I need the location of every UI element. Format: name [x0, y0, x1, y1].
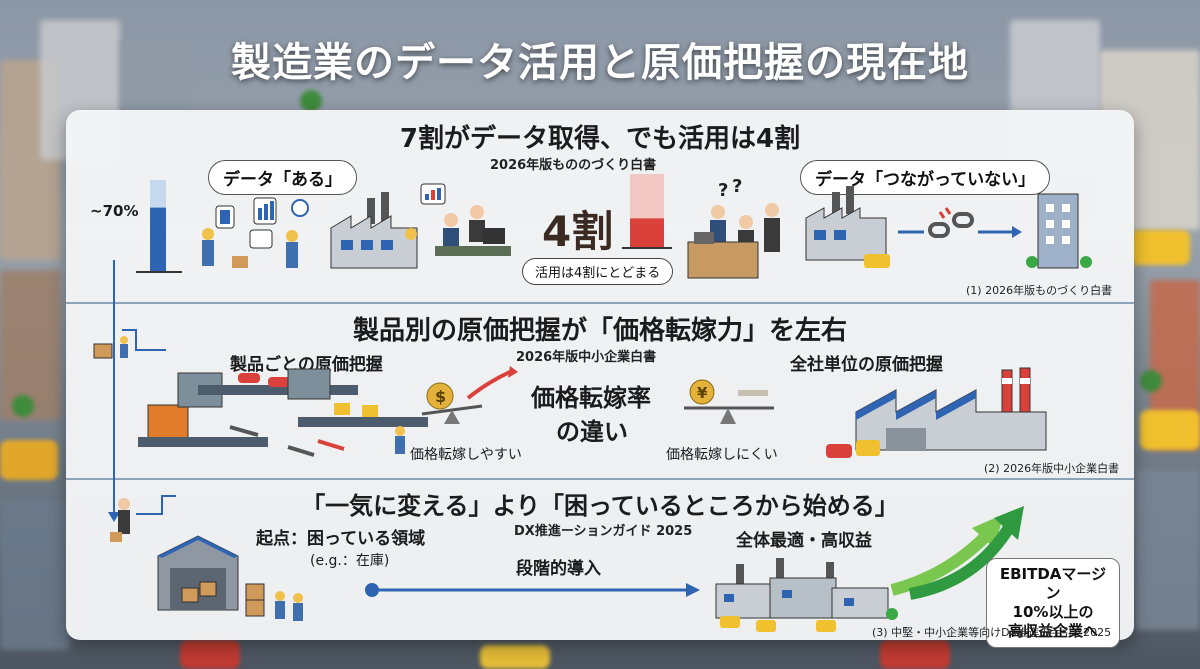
section2-source: 2026年版中小企業白書 — [516, 350, 657, 365]
svg-text:?: ? — [732, 176, 742, 197]
section3-footnote: (3) 中堅・中小企業等向けDX推進の手引き2025 — [872, 626, 1112, 639]
utilized-bar — [630, 218, 664, 248]
yen-coin-icon — [689, 379, 715, 405]
arrow-right-icon — [686, 583, 700, 597]
hard-pass-through-label: 価格転嫁しにくい — [666, 447, 778, 463]
section1-footnote: (1) 2026年版ものづくり白書 — [966, 284, 1113, 297]
ebitda-line3: 高収益企業へ — [1007, 622, 1098, 640]
box-icon — [93, 343, 113, 359]
section2-heading: 製品別の原価把握が「価格転嫁力」を左右 — [352, 316, 847, 346]
price-pass-through-line1: 価格転嫁率 — [531, 384, 651, 412]
factory-left-illustration — [330, 192, 418, 269]
yen-sign: ¥ — [697, 384, 708, 402]
growth-arrows-icon — [890, 506, 1024, 600]
acquired-bar — [150, 207, 166, 272]
start-point-example: (e.g.：在庫) — [310, 553, 390, 569]
ebitda-callout: EBITDAマージン 10%以上の 高収益企業へ — [986, 558, 1120, 648]
separator-2 — [66, 478, 1134, 480]
utilized-pill: 活用は4割にとどまる — [522, 258, 674, 285]
warehouse-illustration — [157, 535, 303, 621]
phased-introduction-arrow — [365, 583, 700, 597]
puzzled-workers-illustration: ? ? — [687, 176, 780, 279]
section3-worker-icon — [110, 495, 176, 542]
easy-pass-through-label: 価格転嫁しやすい — [410, 447, 522, 463]
box-icon — [181, 587, 199, 603]
arrow-down-icon — [108, 512, 120, 522]
per-product-costing-label: 製品ごとの原価把握 — [230, 355, 383, 375]
section2-footnote: (2) 2026年版中小企業白書 — [984, 462, 1120, 475]
upward-red-arrow-icon — [466, 370, 511, 400]
ebitda-line2: 10%以上の — [1012, 603, 1094, 621]
page-title: 製造業のデータ活用と原価把握の現在地 — [231, 40, 969, 86]
question-marks-icon: ? — [718, 180, 728, 201]
arrow-right-icon — [1012, 226, 1022, 238]
scale-hard-illustration: ¥ — [684, 379, 774, 424]
company-factory-illustration — [826, 367, 1047, 458]
main-panel: 7割がデータ取得、でも活用は4割 2026年版もののづくり白書 データ「ある」 … — [66, 110, 1134, 648]
database-icon — [220, 210, 230, 224]
office-workers-illustration — [420, 183, 511, 256]
section3-source: DX推進ーションガイド 2025 — [514, 524, 693, 539]
workers-with-data-illustration — [202, 197, 309, 268]
car-icon — [238, 373, 260, 383]
utilized-bar-chart — [622, 174, 672, 249]
section1-bubble-right: データ「つながっていない」 — [800, 160, 1051, 195]
dollar-sign: $ — [435, 387, 446, 406]
price-pass-through-line2: の違い — [556, 418, 628, 446]
acquired-bar-chart — [136, 180, 182, 273]
scale-easy-illustration: $ — [421, 366, 518, 424]
industrial-complex-illustration — [715, 558, 898, 632]
disconnected-data-illustration — [805, 186, 1092, 269]
section1-heading: 7割がデータ取得、でも活用は4割 — [399, 124, 801, 154]
ebitda-line1: EBITDAマージン — [999, 565, 1107, 602]
bar-chart-icon — [258, 208, 262, 220]
separator-1 — [66, 302, 1134, 304]
section3-heading: 「一気に変える」より「困っているところから始める」 — [301, 492, 899, 520]
broken-chain-icon — [928, 207, 974, 238]
utilized-big-value: 4割 — [542, 207, 614, 256]
acquired-percent-label: ~70% — [90, 202, 139, 220]
flow-connector — [93, 260, 166, 522]
section1-source: 2026年版もののづくり白書 — [490, 158, 657, 173]
dollar-coin-icon — [426, 382, 454, 410]
start-point-label: 起点：困っている領域 — [256, 529, 426, 549]
company-wide-costing-label: 全社単位の原価把握 — [790, 355, 943, 375]
wrench-icon — [229, 425, 259, 437]
section1-bubble-left: データ「ある」 — [208, 160, 357, 195]
phased-introduction-label: 段階的導入 — [516, 559, 601, 579]
goal-label: 全体最適・高収益 — [736, 531, 872, 551]
gear-icon — [291, 199, 309, 217]
production-line-illustration — [138, 368, 428, 457]
